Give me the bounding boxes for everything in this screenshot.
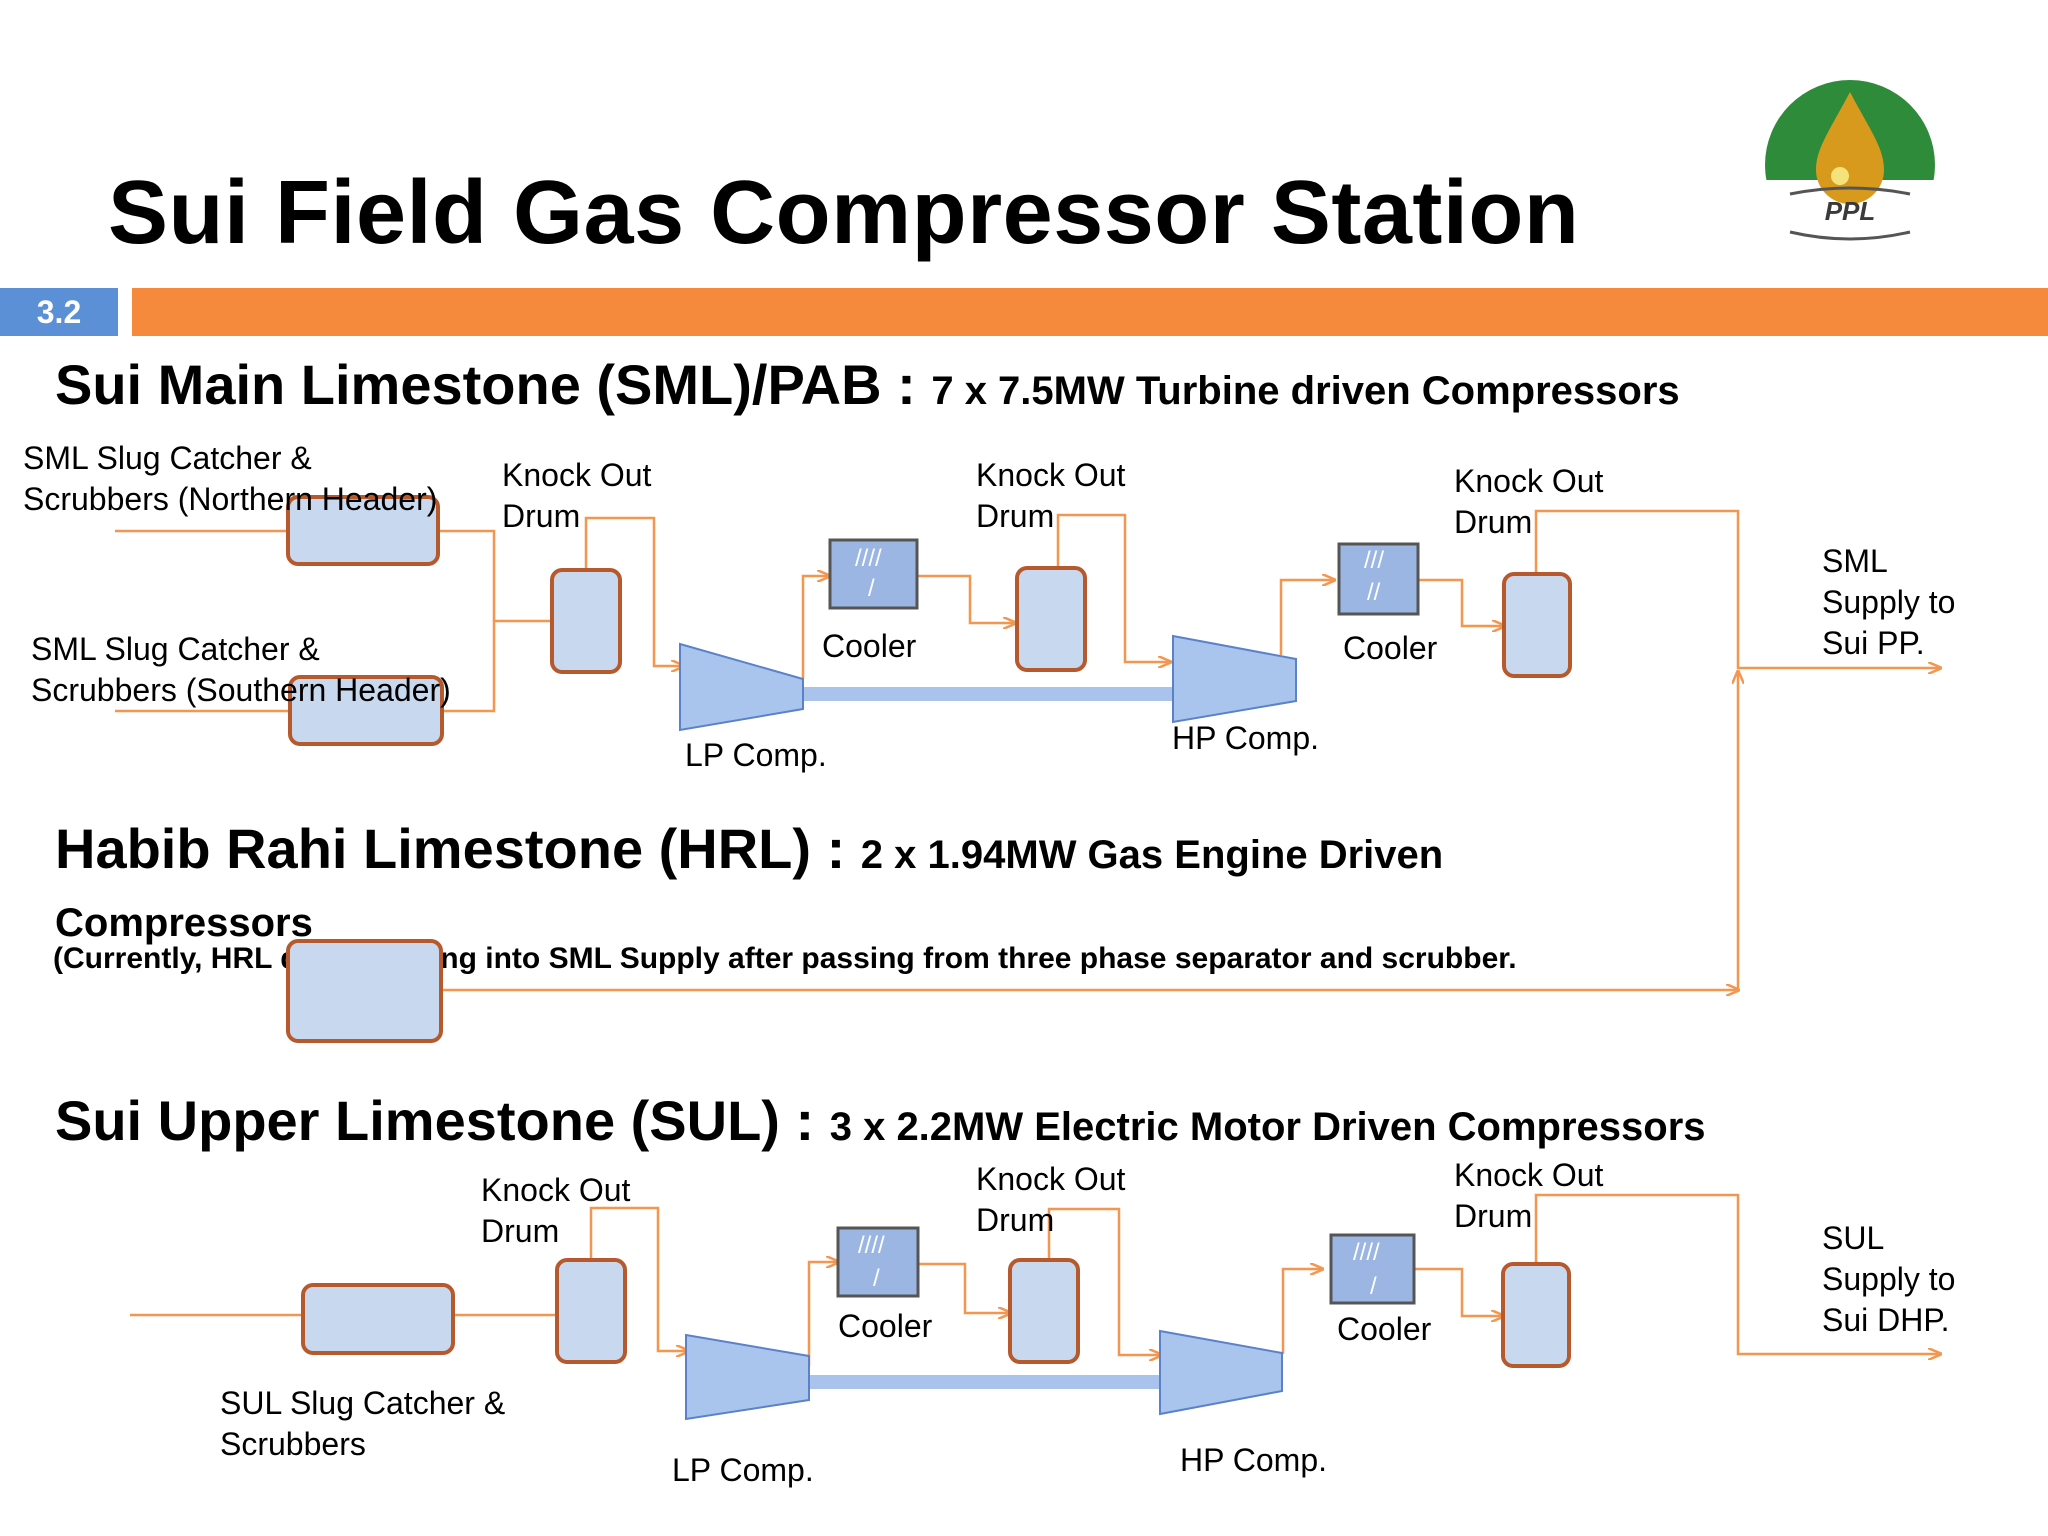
sml-kod1-label: Knock Out Drum bbox=[502, 457, 652, 534]
sml-cooler2-label: Cooler bbox=[1343, 630, 1438, 666]
sul-supply-label: SUL Supply to Sui DHP. bbox=[1822, 1220, 1956, 1338]
sml-pipes bbox=[115, 509, 1940, 990]
sml-south-slug-catcher bbox=[288, 675, 444, 746]
sml-kod3-label: Knock Out Drum bbox=[1454, 463, 1604, 540]
svg-text:////: //// bbox=[1353, 1239, 1380, 1266]
sml-cooler-1: //// / bbox=[828, 538, 919, 610]
sml-knock-out-drum-2 bbox=[1015, 566, 1087, 672]
hrl-separator-scrubber bbox=[286, 939, 443, 1043]
slide-title: Sui Field Gas Compressor Station bbox=[108, 163, 1580, 263]
svg-text:////: //// bbox=[858, 1232, 885, 1259]
sul-pipes bbox=[130, 1193, 1940, 1366]
sul-heading-title: Sui Upper Limestone (SUL) : bbox=[55, 1089, 815, 1152]
sul-knock-out-drum-3 bbox=[1501, 1262, 1571, 1368]
sul-cooler-2: //// / bbox=[1329, 1233, 1416, 1305]
hrl-heading-sub: 2 x 1.94MW Gas Engine Driven Compressors bbox=[55, 833, 1444, 945]
sul-knock-out-drum-1 bbox=[555, 1258, 627, 1364]
sul-hp-compressor bbox=[1159, 1329, 1283, 1416]
sul-hp-comp-label: HP Comp. bbox=[1180, 1442, 1328, 1478]
sml-heading-title: Sui Main Limestone (SML)/PAB : bbox=[55, 353, 916, 416]
sml-heading: Sui Main Limestone (SML)/PAB : 7 x 7.5MW… bbox=[55, 352, 1680, 417]
svg-text:/: / bbox=[868, 575, 875, 602]
sml-kod2-label: Knock Out Drum bbox=[976, 457, 1126, 534]
sul-knock-out-drum-2 bbox=[1008, 1258, 1080, 1364]
svg-text:////: //// bbox=[855, 545, 882, 572]
svg-text:/: / bbox=[873, 1265, 880, 1292]
sml-hp-comp-label: HP Comp. bbox=[1172, 720, 1320, 756]
sul-kod2-label: Knock Out Drum bbox=[976, 1161, 1126, 1238]
hrl-heading-title: Habib Rahi Limestone (HRL) : bbox=[55, 817, 846, 880]
sml-lp-comp-label: LP Comp. bbox=[685, 737, 827, 773]
ppl-logo-icon: PPL bbox=[1765, 80, 1935, 260]
svg-text:/: / bbox=[1370, 1273, 1377, 1300]
sul-lp-compressor bbox=[685, 1333, 810, 1421]
logo-text: PPL bbox=[1825, 196, 1876, 226]
sml-north-catcher-label: SML Slug Catcher & Scrubbers (Northern H… bbox=[23, 440, 438, 517]
sml-south-catcher-label: SML Slug Catcher & Scrubbers (Southern H… bbox=[31, 631, 451, 708]
sul-kod3-label: Knock Out Drum bbox=[1454, 1157, 1604, 1234]
sul-heading-sub: 3 x 2.2MW Electric Motor Driven Compress… bbox=[829, 1105, 1706, 1149]
header-accent-bar bbox=[132, 288, 2048, 336]
sml-supply-label: SML Supply to Sui PP. bbox=[1822, 543, 1956, 661]
sml-knock-out-drum-1 bbox=[550, 568, 622, 674]
sml-heading-sub: 7 x 7.5MW Turbine driven Compressors bbox=[931, 369, 1680, 413]
sul-slug-catcher bbox=[301, 1283, 455, 1355]
sul-cooler-1: //// / bbox=[836, 1226, 920, 1298]
sml-lp-compressor bbox=[679, 642, 804, 732]
sul-cooler2-label: Cooler bbox=[1337, 1311, 1432, 1347]
svg-text:///: /// bbox=[1364, 547, 1384, 574]
sml-cooler-2: /// // bbox=[1337, 542, 1420, 616]
sul-kod1-label: Knock Out Drum bbox=[481, 1172, 631, 1249]
hrl-heading: Habib Rahi Limestone (HRL) : 2 x 1.94MW … bbox=[55, 818, 1615, 954]
sul-heading: Sui Upper Limestone (SUL) : 3 x 2.2MW El… bbox=[55, 1088, 1706, 1153]
slide-number: 3.2 bbox=[0, 288, 118, 336]
sul-cooler1-label: Cooler bbox=[838, 1308, 933, 1344]
svg-text://: // bbox=[1367, 579, 1381, 606]
sml-cooler1-label: Cooler bbox=[822, 628, 917, 664]
sml-knock-out-drum-3 bbox=[1502, 572, 1572, 678]
sml-hp-compressor bbox=[1172, 634, 1297, 724]
sul-lp-comp-label: LP Comp. bbox=[672, 1452, 814, 1488]
sml-north-slug-catcher bbox=[286, 495, 440, 566]
sul-catcher-label: SUL Slug Catcher & Scrubbers bbox=[220, 1385, 506, 1462]
